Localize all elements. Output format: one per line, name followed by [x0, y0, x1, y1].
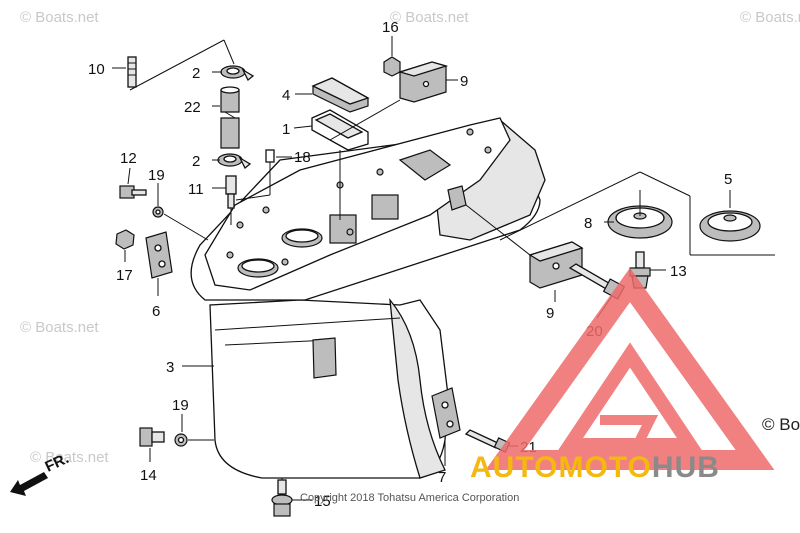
bolt-21 — [464, 429, 511, 453]
svg-text:AUTOMOTOHUB: AUTOMOTOHUB — [470, 451, 720, 484]
callout-7: 7 — [438, 469, 446, 486]
hose-clamp-bottom — [217, 153, 252, 170]
washer-19-upper — [152, 206, 164, 218]
seal-1 — [311, 109, 369, 151]
watermark-top-left: © Boats.net — [20, 9, 99, 26]
dowel-pin-18 — [265, 149, 275, 163]
copyright-text: Copyright 2018 Tohatsu America Corporati… — [300, 492, 519, 504]
anode-block-9-lower — [528, 241, 584, 289]
stud-10 — [127, 56, 137, 88]
callout-18: 18 — [294, 149, 311, 166]
callout-16: 16 — [382, 19, 399, 36]
drain-screw-15 — [271, 479, 293, 517]
washer-19-lower — [174, 433, 188, 447]
nut-16 — [383, 56, 401, 77]
callout-19-lower: 19 — [172, 397, 189, 414]
callout-2-top: 2 — [192, 65, 200, 82]
callout-17: 17 — [116, 267, 133, 284]
watermark-side: © Bo — [762, 415, 800, 434]
brand-part-hub: HUB — [652, 451, 720, 484]
watermarks: © Boats.net © Boats.net © Boats.net © Bo… — [20, 9, 800, 466]
watermark-top-center: © Boats.net — [390, 9, 469, 26]
leader-lines — [112, 36, 775, 501]
water-tube-11 — [225, 175, 237, 225]
nut-17 — [115, 229, 135, 250]
callout-3: 3 — [166, 359, 174, 376]
callout-10: 10 — [88, 61, 105, 78]
brand-part-auto-moto: AUTOMOTO — [470, 451, 652, 484]
callout-2-bottom: 2 — [192, 153, 200, 170]
callout-1: 1 — [282, 121, 290, 138]
callout-14: 14 — [140, 467, 157, 484]
seal-4 — [311, 77, 370, 113]
trim-tab-8 — [607, 190, 673, 239]
callout-4: 4 — [282, 87, 290, 104]
anode-disc-5 — [699, 210, 761, 242]
callout-8: 8 — [584, 215, 592, 232]
callout-15: 15 — [314, 493, 331, 510]
water-hose-22 — [220, 86, 240, 149]
watermark-bottom-left: © Boats.net — [30, 449, 109, 466]
callout-22: 22 — [184, 99, 201, 116]
callout-11: 11 — [188, 181, 204, 198]
anode-7 — [431, 387, 461, 439]
plug-14 — [139, 427, 165, 447]
hose-clamp-top — [220, 65, 255, 82]
anode-block-9-upper — [397, 61, 449, 103]
automotohub-logo — [485, 267, 775, 470]
bolt-12 — [119, 185, 147, 199]
callout-19-upper: 19 — [148, 167, 165, 184]
callout-9-upper: 9 — [460, 73, 468, 90]
callout-12: 12 — [120, 150, 137, 167]
callout-9-lower: 9 — [546, 305, 554, 322]
callout-6: 6 — [152, 303, 160, 320]
watermark-mid-left: © Boats.net — [20, 319, 99, 336]
callout-13: 13 — [670, 263, 687, 280]
anode-6 — [145, 231, 173, 279]
automotohub-wordmark: AUTOMOTOHUB — [470, 451, 720, 484]
gear-case-housing — [190, 117, 546, 500]
callout-5: 5 — [724, 171, 732, 188]
watermark-top-right: © Boats.net — [740, 9, 800, 26]
